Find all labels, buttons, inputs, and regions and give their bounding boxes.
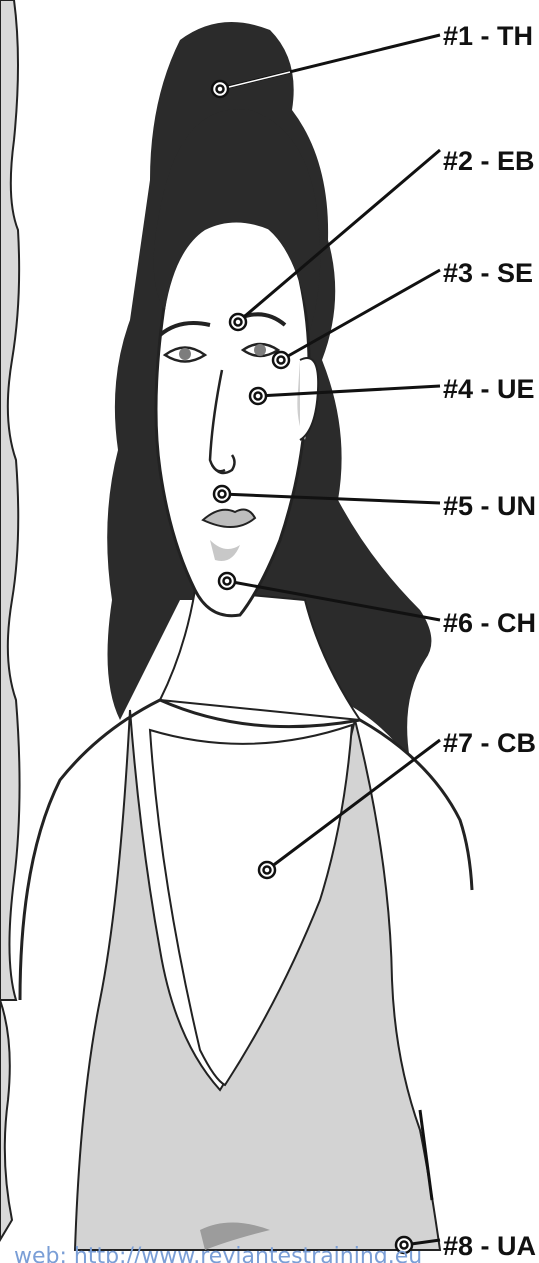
point-label-eb: #2 - EB xyxy=(443,146,535,176)
point-marker-1 xyxy=(212,81,228,97)
right-iris xyxy=(254,344,266,356)
left-edge-decoration xyxy=(0,0,20,1240)
point-label-un: #5 - UN xyxy=(443,491,536,521)
point-marker-4 xyxy=(250,388,266,404)
point-label-cb: #7 - CB xyxy=(443,728,536,758)
point-label-se: #3 - SE xyxy=(443,258,533,288)
point-label-th: #1 - TH xyxy=(443,21,533,51)
point-marker-5 xyxy=(214,486,230,502)
point-labels: #1 - TH #2 - EB #3 - SE #4 - UE #5 - UN … xyxy=(443,21,536,1261)
point-label-ue: #4 - UE xyxy=(443,374,535,404)
point-marker-2 xyxy=(230,314,246,330)
left-iris xyxy=(179,348,191,360)
point-marker-3 xyxy=(273,352,289,368)
point-marker-7 xyxy=(259,862,275,878)
point-marker-6 xyxy=(219,573,235,589)
point-label-ch: #6 - CH xyxy=(443,608,536,638)
footer-url[interactable]: web: http://www.reviantestraining.eu xyxy=(14,1240,454,1263)
point-label-ua: #8 - UA xyxy=(443,1231,536,1261)
